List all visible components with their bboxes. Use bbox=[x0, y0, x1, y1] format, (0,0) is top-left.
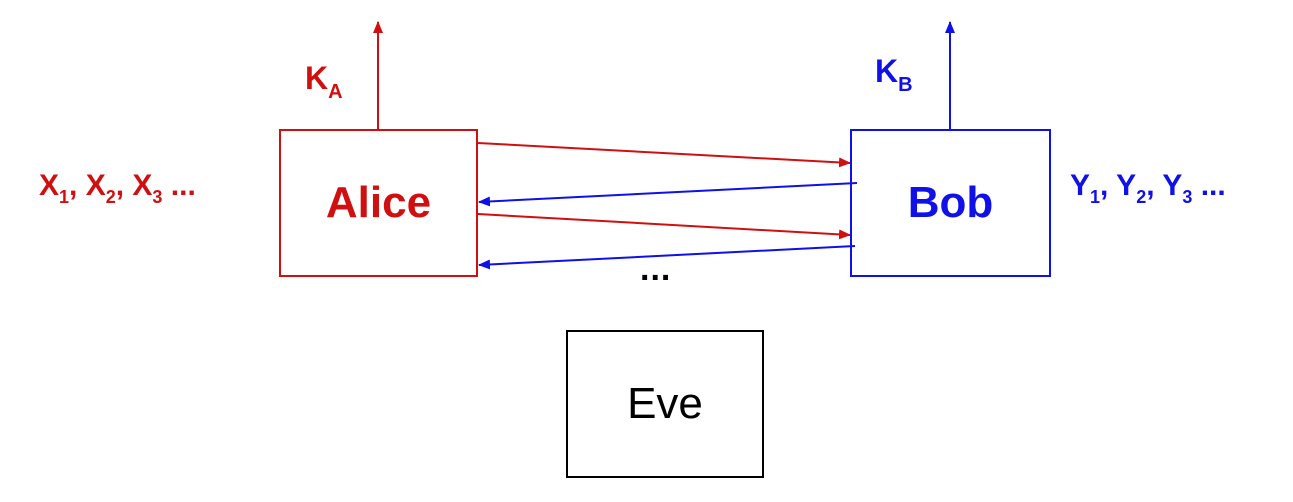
sequence-separator: , bbox=[1146, 169, 1163, 202]
alice-label: Alice bbox=[325, 178, 432, 227]
message-bob-to-alice-2 bbox=[478, 245, 856, 270]
sequence-separator: , bbox=[115, 169, 133, 202]
sequence-term-letter: X bbox=[39, 169, 60, 202]
sequence-term-letter: Y bbox=[1116, 169, 1137, 202]
eve-label: Eve bbox=[627, 379, 703, 428]
sequence-separator: , bbox=[69, 169, 86, 202]
sequence-term-subscript: 3 bbox=[152, 187, 163, 207]
bob-key-subscript: B bbox=[898, 74, 913, 96]
bob-input-sequence: Y1, Y2, Y3 ... bbox=[1070, 169, 1226, 207]
alice-box: Alice bbox=[279, 129, 478, 277]
sequence-term-subscript: 1 bbox=[59, 187, 70, 207]
sequence-term-subscript: 3 bbox=[1182, 187, 1193, 207]
sequence-term-letter: X bbox=[85, 169, 106, 202]
sequence-term-subscript: 2 bbox=[1136, 187, 1147, 207]
alice-key-subscript: A bbox=[328, 81, 343, 103]
sequence-separator: ... bbox=[162, 169, 196, 202]
bob-box: Bob bbox=[850, 129, 1051, 277]
message-alice-to-bob-1 bbox=[477, 142, 851, 168]
sequence-term-subscript: 2 bbox=[105, 187, 116, 207]
message-alice-to-bob-2 bbox=[477, 213, 851, 240]
eve-box: Eve bbox=[566, 330, 764, 478]
sequence-separator: ... bbox=[1192, 169, 1226, 202]
bob-key-label: KB bbox=[875, 55, 913, 95]
sequence-term-letter: Y bbox=[1162, 169, 1183, 202]
alice-key-label: KA bbox=[305, 62, 343, 102]
sequence-separator: , bbox=[1100, 169, 1117, 202]
alice-input-sequence: X1, X2, X3 ... bbox=[39, 169, 196, 207]
more-messages-ellipsis: ... bbox=[640, 250, 672, 288]
sequence-term-letter: X bbox=[132, 169, 153, 202]
alice-key-letter: K bbox=[305, 60, 329, 96]
message-bob-to-alice-1 bbox=[478, 182, 858, 207]
sequence-term-letter: Y bbox=[1070, 169, 1091, 202]
sequence-term-subscript: 1 bbox=[1090, 187, 1101, 207]
bob-label: Bob bbox=[907, 178, 994, 227]
bob-key-letter: K bbox=[875, 53, 899, 89]
